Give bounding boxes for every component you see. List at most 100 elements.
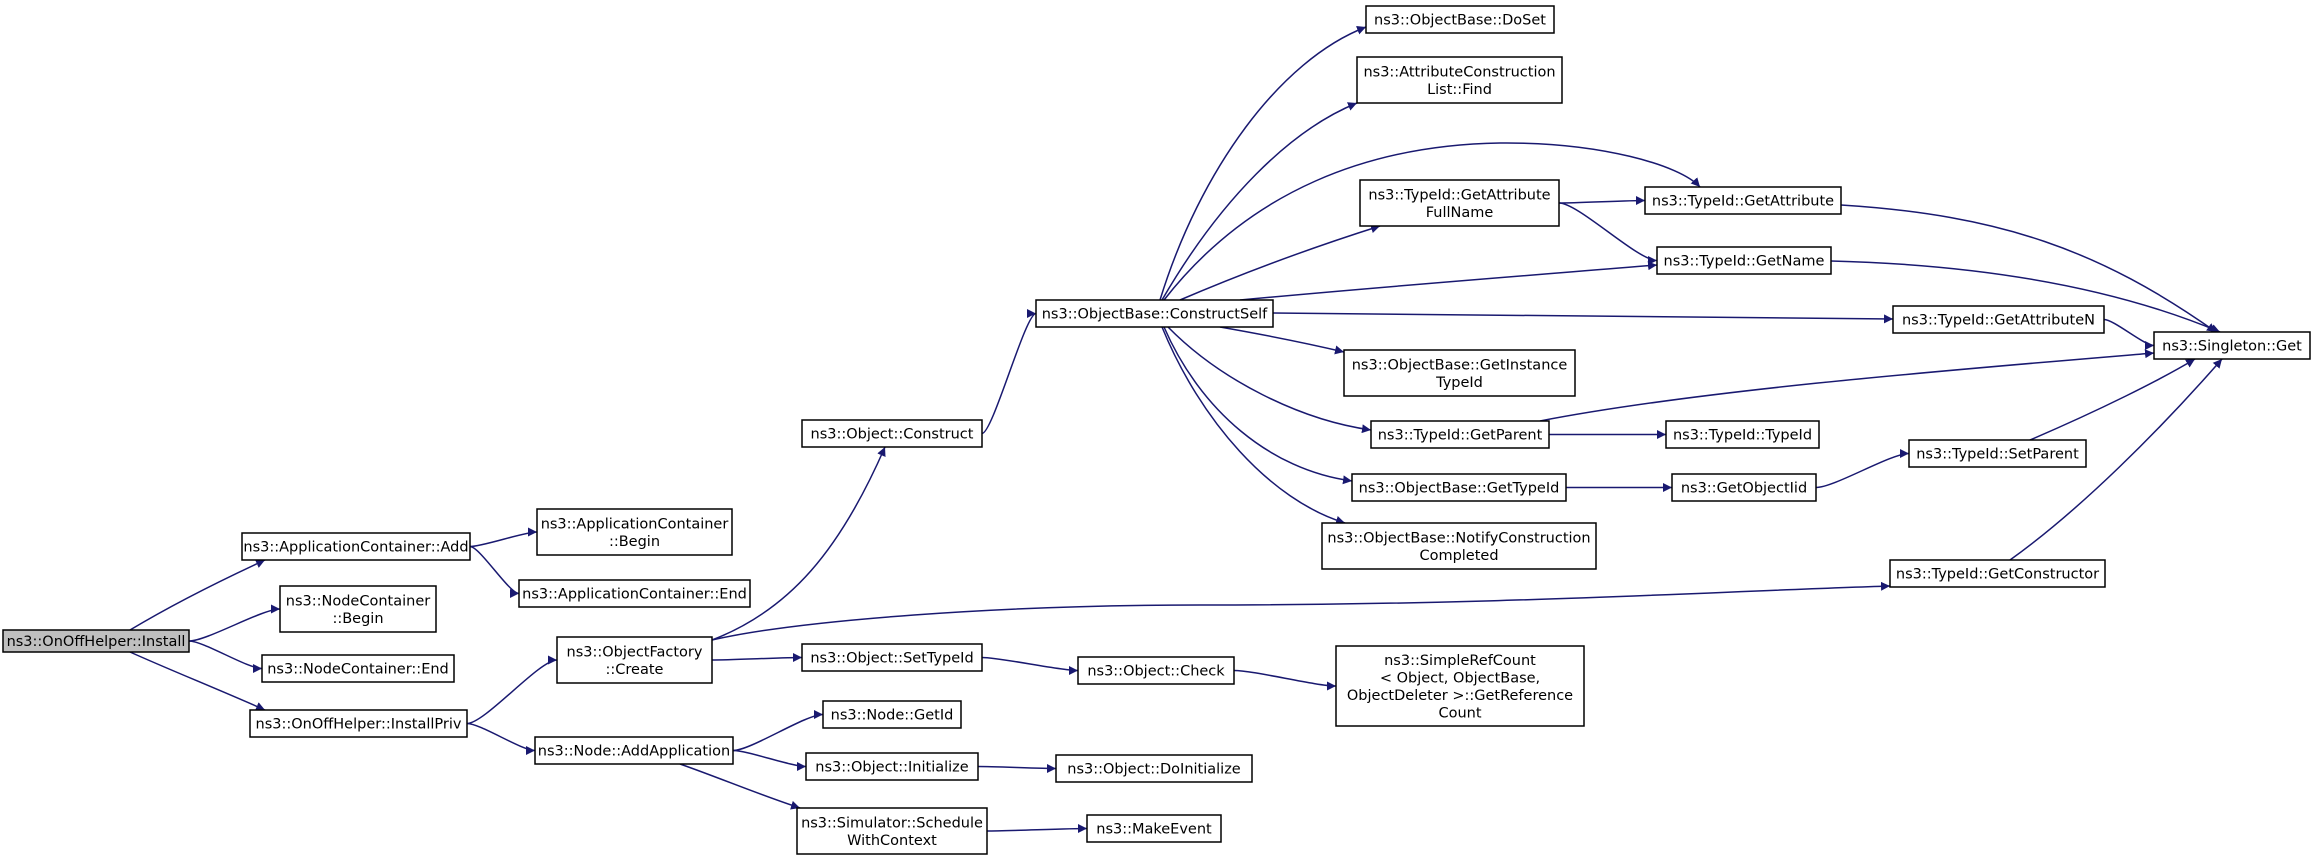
edge-app-add-to-ac-begin (469, 527, 538, 548)
node-label: ns3::TypeId::GetName (1664, 254, 1825, 270)
node-label: ns3::ObjectBase::ConstructSelf (1042, 307, 1268, 323)
edge-app-add-to-ac-end (469, 545, 520, 598)
node-tid-get-parent[interactable]: ns3::TypeId::GetParent (1370, 420, 1550, 449)
node-label: < Object, ObjectBase, (1380, 670, 1540, 686)
edge-line (466, 655, 558, 725)
edge-install-to-app-add (129, 559, 266, 631)
node-box (556, 636, 713, 684)
edge-line (1161, 102, 1358, 301)
edge-install-to-nc-begin (188, 604, 281, 642)
node-tid-type-id[interactable]: ns3::TypeId::TypeId (1665, 420, 1820, 449)
node-ob-do-set[interactable]: ns3::ObjectBase::DoSet (1365, 5, 1555, 34)
edge-line (1161, 326, 1346, 525)
node-get-object-iid[interactable]: ns3::GetObjectIid (1671, 473, 1817, 502)
node-nc-end[interactable]: ns3::NodeContainer::End (261, 654, 455, 683)
node-box (1908, 439, 2087, 468)
edges-layer (129, 26, 2223, 834)
node-obj-do-init[interactable]: ns3::Object::DoInitialize (1055, 754, 1253, 783)
edge-line (1815, 449, 1910, 489)
edge-of-create-to-obj-construct (711, 446, 886, 641)
node-tid-get-attribute-n[interactable]: ns3::TypeId::GetAttributeN (1892, 305, 2105, 334)
edge-line (469, 527, 538, 548)
node-ob-get-type-id[interactable]: ns3::ObjectBase::GetTypeId (1351, 473, 1567, 502)
node-label: ns3::AttributeConstruction (1363, 64, 1555, 80)
edge-obj-initialize-to-obj-do-init (977, 763, 1057, 773)
node-install-priv[interactable]: ns3::OnOffHelper::InstallPriv (249, 709, 468, 738)
edge-ob-construct-self-to-ob-notify (1161, 326, 1346, 525)
node-obj-set-type-id[interactable]: ns3::Object::SetTypeId (801, 643, 983, 672)
node-obj-initialize[interactable]: ns3::Object::Initialize (805, 752, 979, 781)
edge-obj-check-to-simple-ref-count (1233, 669, 1337, 691)
node-label: ns3::OnOffHelper::Install (7, 634, 186, 650)
edge-install-priv-to-node-add-app (466, 722, 536, 755)
edge-install-priv-to-of-create (466, 655, 558, 725)
node-app-add[interactable]: ns3::ApplicationContainer::Add (241, 532, 471, 561)
node-label: List::Find (1427, 82, 1492, 98)
edge-install-to-nc-end (188, 640, 263, 673)
node-box (805, 752, 979, 781)
edge-tid-get-parent-to-singleton-get (1539, 349, 2155, 422)
node-nc-begin[interactable]: ns3::NodeContainer::Begin (279, 585, 437, 633)
node-box (801, 419, 983, 448)
node-box (1644, 186, 1842, 215)
node-ob-construct-self[interactable]: ns3::ObjectBase::ConstructSelf (1035, 299, 1274, 328)
node-ob-notify[interactable]: ns3::ObjectBase::NotifyConstructionCompl… (1321, 522, 1597, 570)
node-install[interactable]: ns3::OnOffHelper::Install (2, 629, 190, 653)
node-tid-get-attribute[interactable]: ns3::TypeId::GetAttribute (1644, 186, 1842, 215)
edge-ob-construct-self-to-ob-get-type-id (1163, 326, 1353, 485)
node-box (2, 629, 190, 653)
node-tid-get-constructor[interactable]: ns3::TypeId::GetConstructor (1889, 559, 2106, 588)
node-label: WithContext (847, 833, 937, 849)
edge-ob-construct-self-to-tid-get-attribute (1163, 142, 1701, 301)
node-obj-check[interactable]: ns3::Object::Check (1077, 656, 1235, 685)
node-label: ns3::NodeContainer (286, 593, 430, 609)
node-box (801, 643, 983, 672)
node-box (1351, 473, 1567, 502)
edge-tid-get-attribute-n-to-singleton-get (2103, 318, 2155, 350)
edge-line (1272, 312, 1894, 324)
node-obj-construct[interactable]: ns3::Object::Construct (801, 419, 983, 448)
edge-tid-set-parent-to-singleton-get (2029, 358, 2196, 441)
node-tid-set-parent[interactable]: ns3::TypeId::SetParent (1908, 439, 2087, 468)
node-singleton-get[interactable]: ns3::Singleton::Get (2153, 331, 2311, 360)
node-label: ns3::Simulator::Schedule (801, 815, 983, 831)
node-make-event[interactable]: ns3::MakeEvent (1086, 814, 1222, 843)
node-simple-ref-count[interactable]: ns3::SimpleRefCount< Object, ObjectBase,… (1335, 645, 1585, 727)
node-label: Completed (1419, 548, 1498, 564)
node-tid-get-name[interactable]: ns3::TypeId::GetName (1656, 246, 1832, 275)
node-label: ns3::TypeId::GetConstructor (1896, 567, 2099, 583)
edge-line (711, 446, 886, 641)
edge-line (2029, 358, 2196, 441)
node-label: ::Begin (609, 534, 660, 550)
node-box (1656, 246, 1832, 275)
edge-get-object-iid-to-tid-set-parent (1815, 449, 1910, 489)
edge-tid-get-attr-full-name-to-tid-get-attribute (1558, 196, 1646, 206)
node-box (2153, 331, 2311, 360)
node-node-add-app[interactable]: ns3::Node::AddApplication (534, 736, 734, 765)
node-of-create[interactable]: ns3::ObjectFactory::Create (556, 636, 713, 684)
edge-line (977, 763, 1057, 773)
node-box (1356, 56, 1563, 104)
edge-line (679, 763, 801, 810)
nodes-layer: ns3::OnOffHelper::Install ns3::Applicatio… (2, 5, 2311, 855)
node-label: Count (1438, 705, 1481, 721)
node-label: ns3::Node::GetId (831, 708, 954, 724)
node-node-get-id[interactable]: ns3::Node::GetId (822, 700, 962, 729)
edge-tid-get-name-to-singleton-get (1830, 260, 2221, 333)
edge-of-create-to-obj-set-type-id (711, 653, 803, 663)
edge-line (711, 653, 803, 663)
node-label: ns3::TypeId::GetAttribute (1652, 194, 1834, 210)
node-ac-begin[interactable]: ns3::ApplicationContainer::Begin (536, 508, 733, 556)
edge-tid-get-attribute-to-singleton-get (1840, 204, 2217, 333)
edge-line (1167, 326, 1372, 434)
edge-line (1558, 196, 1646, 206)
node-label: ns3::ObjectBase::NotifyConstruction (1327, 530, 1590, 546)
node-label: FullName (1426, 205, 1494, 221)
node-ac-end[interactable]: ns3::ApplicationContainer::End (518, 579, 751, 608)
node-box (249, 709, 468, 738)
edge-ob-construct-self-to-ob-do-set (1159, 26, 1367, 301)
